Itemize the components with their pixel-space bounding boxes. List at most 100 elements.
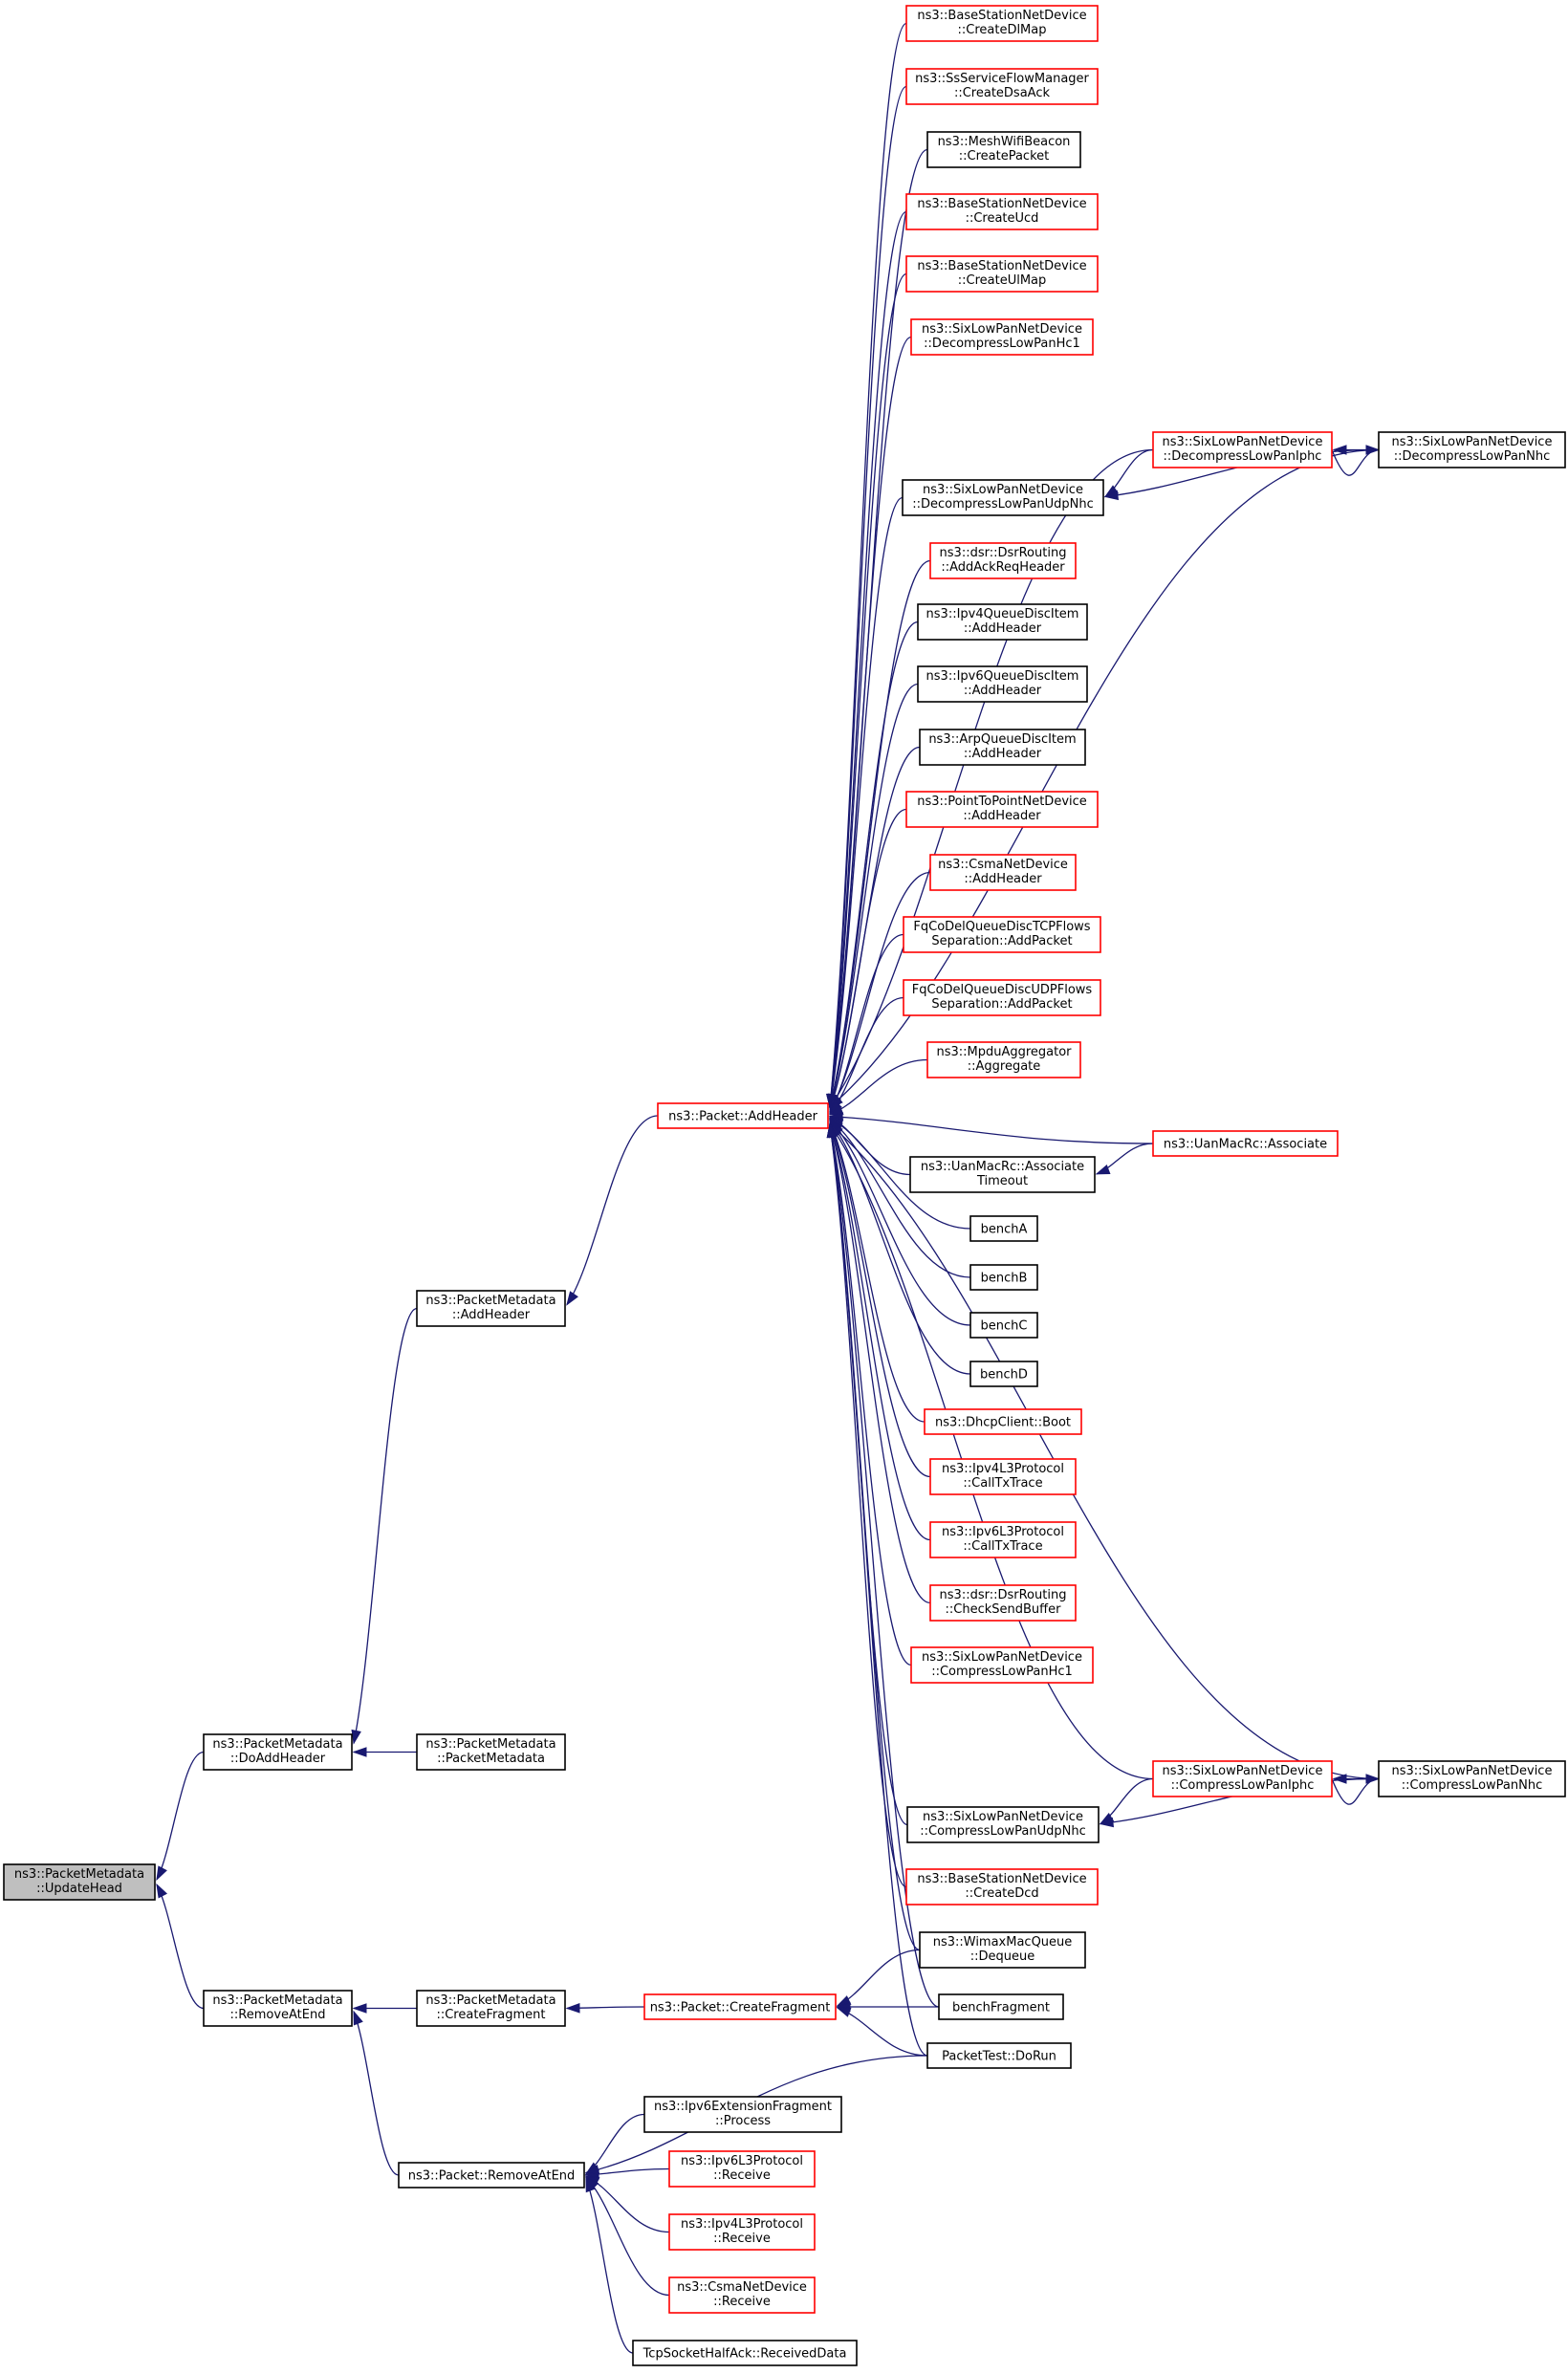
call-edge	[829, 1123, 907, 1888]
function-node-p2p-add-header[interactable]: ns3::PointToPointNetDevice::AddHeader	[905, 791, 1099, 828]
function-node-ipv4l3-calltx[interactable]: ns3::Ipv4L3Protocol::CallTxTrace	[929, 1458, 1077, 1495]
node-label-line: ns3::SsServiceFlowManager	[915, 72, 1089, 86]
call-edge	[585, 2178, 634, 2354]
node-label-line: ::AddAckReqHeader	[941, 560, 1065, 575]
node-box	[1152, 431, 1333, 468]
node-label-line: ns3::SixLowPanNetDevice	[922, 322, 1082, 337]
node-box	[929, 1584, 1077, 1622]
node-label-line: ::CreateFragment	[436, 2008, 545, 2022]
function-node-packet-add-header[interactable]: ns3::Packet::AddHeader	[657, 1102, 829, 1129]
node-box	[910, 318, 1094, 356]
node-label-line: ns3::SixLowPanNetDevice	[1392, 1764, 1553, 1778]
node-label-line: ::CreateUcd	[966, 211, 1039, 226]
function-node-pm-create-fragment[interactable]: ns3::PacketMetadata::CreateFragment	[416, 1990, 566, 2027]
call-edge	[829, 1115, 1154, 1144]
call-edge	[829, 1123, 1154, 1780]
function-node-arp-qdi-add-header[interactable]: ns3::ArpQueueDiscItem::AddHeader	[919, 729, 1086, 766]
function-node-six-comp-udpnhc[interactable]: ns3::SixLowPanNetDevice::CompressLowPanU…	[906, 1806, 1100, 1843]
node-box	[969, 1215, 1038, 1242]
function-node-ipv4l3-receive[interactable]: ns3::Ipv4L3Protocol::Receive	[668, 2213, 816, 2251]
function-node-fq-tcp-add-packet[interactable]: FqCoDelQueueDiscTCPFlowsSeparation::AddP…	[903, 916, 1101, 953]
function-node-pm-add-header[interactable]: ns3::PacketMetadata::AddHeader	[416, 1290, 566, 1327]
function-node-do-add-header[interactable]: ns3::PacketMetadata::DoAddHeader	[203, 1733, 353, 1771]
node-label-line: ns3::Ipv6ExtensionFragment	[654, 2100, 832, 2114]
function-node-bs-create-dcd[interactable]: ns3::BaseStationNetDevice::CreateDcd	[905, 1868, 1099, 1906]
node-label-line: ::Aggregate	[968, 1059, 1041, 1074]
node-label-line: ns3::SixLowPanNetDevice	[1163, 1764, 1323, 1778]
node-label-line: ::AddHeader	[964, 621, 1042, 636]
edge-arrowhead	[1099, 1817, 1115, 1828]
node-label-line: ::RemoveAtEnd	[230, 2008, 326, 2022]
node-label-line: ::CompressLowPanNhc	[1402, 1778, 1542, 1793]
function-node-six-decomp-nhc[interactable]: ns3::SixLowPanNetDevice::DecompressLowPa…	[1378, 431, 1566, 468]
function-node-remove-at-end-meta[interactable]: ns3::PacketMetadata::RemoveAtEnd	[203, 1990, 353, 2027]
node-label-line: ::UpdateHead	[36, 1882, 122, 1896]
function-node-dsr-add-ack-req[interactable]: ns3::dsr::DsrRouting::AddAckReqHeader	[929, 542, 1077, 579]
node-label-line: ::CreateDlMap	[957, 23, 1046, 37]
function-node-bench-fragment[interactable]: benchFragment	[938, 1993, 1064, 2020]
function-node-uan-associate[interactable]: ns3::UanMacRc::Associate	[1152, 1130, 1339, 1157]
node-box	[643, 1993, 837, 2020]
function-node-packet-test-dorun[interactable]: PacketTest::DoRun	[926, 2042, 1072, 2069]
node-label-line: ::Receive	[713, 2232, 771, 2246]
function-node-bs-create-dlmap[interactable]: ns3::BaseStationNetDevice::CreateDlMap	[905, 5, 1099, 42]
call-edge	[829, 85, 907, 1108]
function-node-six-decomp-iphc[interactable]: ns3::SixLowPanNetDevice::DecompressLowPa…	[1152, 431, 1333, 468]
function-node-six-comp-nhc[interactable]: ns3::SixLowPanNetDevice::CompressLowPanN…	[1378, 1760, 1566, 1797]
node-box	[668, 2276, 816, 2314]
node-label-line: ::CreateDcd	[965, 1886, 1038, 1901]
function-node-wimax-dequeue[interactable]: ns3::WimaxMacQueue::Dequeue	[919, 1931, 1086, 1969]
function-node-packet-create-fragment[interactable]: ns3::Packet::CreateFragment	[643, 1993, 837, 2020]
node-box	[906, 1806, 1100, 1843]
function-node-six-decomp-udpnhc[interactable]: ns3::SixLowPanNetDevice::DecompressLowPa…	[902, 479, 1104, 516]
call-edge	[829, 1119, 971, 1326]
function-node-tcp-half-ack[interactable]: TcpSocketHalfAck::ReceivedData	[632, 2340, 858, 2366]
node-label-line: ns3::BaseStationNetDevice	[917, 197, 1086, 211]
function-node-mesh-create-packet[interactable]: ns3::MeshWifiBeacon::CreatePacket	[926, 131, 1081, 168]
function-node-six-comp-iphc[interactable]: ns3::SixLowPanNetDevice::CompressLowPanI…	[1152, 1760, 1333, 1797]
function-node-bench-d[interactable]: benchD	[969, 1361, 1038, 1387]
function-node-ipv6l3-calltx[interactable]: ns3::Ipv6L3Protocol::CallTxTrace	[929, 1521, 1077, 1558]
function-node-packet-remove-at-end[interactable]: ns3::Packet::RemoveAtEnd	[398, 2162, 585, 2189]
call-edge	[829, 1123, 931, 1541]
function-node-six-decomp-hc1[interactable]: ns3::SixLowPanNetDevice::DecompressLowPa…	[910, 318, 1094, 356]
node-box	[643, 2096, 842, 2133]
node-label-line: ::CheckSendBuffer	[946, 1602, 1062, 1617]
node-box	[910, 1646, 1094, 1684]
function-node-csma-add-header[interactable]: ns3::CsmaNetDevice::AddHeader	[929, 854, 1077, 891]
node-label-line: ns3::PacketMetadata	[212, 1993, 342, 2008]
node-box	[905, 791, 1099, 828]
function-node-mpdu-aggregate[interactable]: ns3::MpduAggregator::Aggregate	[926, 1041, 1081, 1078]
function-node-ipv4-qdi-add-header[interactable]: ns3::Ipv4QueueDiscItem::AddHeader	[917, 603, 1088, 641]
call-edge	[829, 1122, 926, 1423]
node-box	[905, 255, 1099, 293]
function-node-ipv6-ext-frag-process[interactable]: ns3::Ipv6ExtensionFragment::Process	[643, 2096, 842, 2133]
node-label-line: ns3::BaseStationNetDevice	[917, 9, 1086, 23]
function-node-csma-receive[interactable]: ns3::CsmaNetDevice::Receive	[668, 2276, 816, 2314]
function-node-bs-create-ucd[interactable]: ns3::BaseStationNetDevice::CreateUcd	[905, 193, 1099, 230]
edge-arrowhead	[836, 2007, 852, 2017]
function-node-fq-udp-add-packet[interactable]: FqCoDelQueueDiscUDPFlowsSeparation::AddP…	[903, 979, 1101, 1016]
function-node-pm-ctor[interactable]: ns3::PacketMetadata::PacketMetadata	[416, 1733, 566, 1771]
function-node-bench-b[interactable]: benchB	[969, 1264, 1038, 1291]
call-edge	[353, 1307, 418, 1744]
function-node-bench-c[interactable]: benchC	[969, 1312, 1038, 1339]
function-node-ss-create-dsa-ack[interactable]: ns3::SsServiceFlowManager::CreateDsaAck	[905, 68, 1099, 105]
node-box	[926, 2042, 1072, 2069]
node-label-line: ::AddHeader	[964, 872, 1042, 886]
function-node-dsr-check-send[interactable]: ns3::dsr::DsrRouting::CheckSendBuffer	[929, 1584, 1077, 1622]
function-node-ipv6l3-receive[interactable]: ns3::Ipv6L3Protocol::Receive	[668, 2150, 816, 2188]
call-edge	[585, 2177, 670, 2297]
edge-arrowhead	[353, 2010, 363, 2026]
function-node-bs-create-ulmap[interactable]: ns3::BaseStationNetDevice::CreateUlMap	[905, 255, 1099, 293]
node-label-line: ns3::Ipv4QueueDiscItem	[926, 607, 1079, 621]
node-box	[929, 854, 1077, 891]
function-node-dhcp-boot[interactable]: ns3::DhcpClient::Boot	[924, 1408, 1082, 1435]
function-node-bench-a[interactable]: benchA	[969, 1215, 1038, 1242]
node-box	[1152, 1760, 1333, 1797]
function-node-ipv6-qdi-add-header[interactable]: ns3::Ipv6QueueDiscItem::AddHeader	[917, 665, 1088, 703]
function-node-six-comp-hc1[interactable]: ns3::SixLowPanNetDevice::CompressLowPanH…	[910, 1646, 1094, 1684]
node-box	[909, 1156, 1096, 1193]
